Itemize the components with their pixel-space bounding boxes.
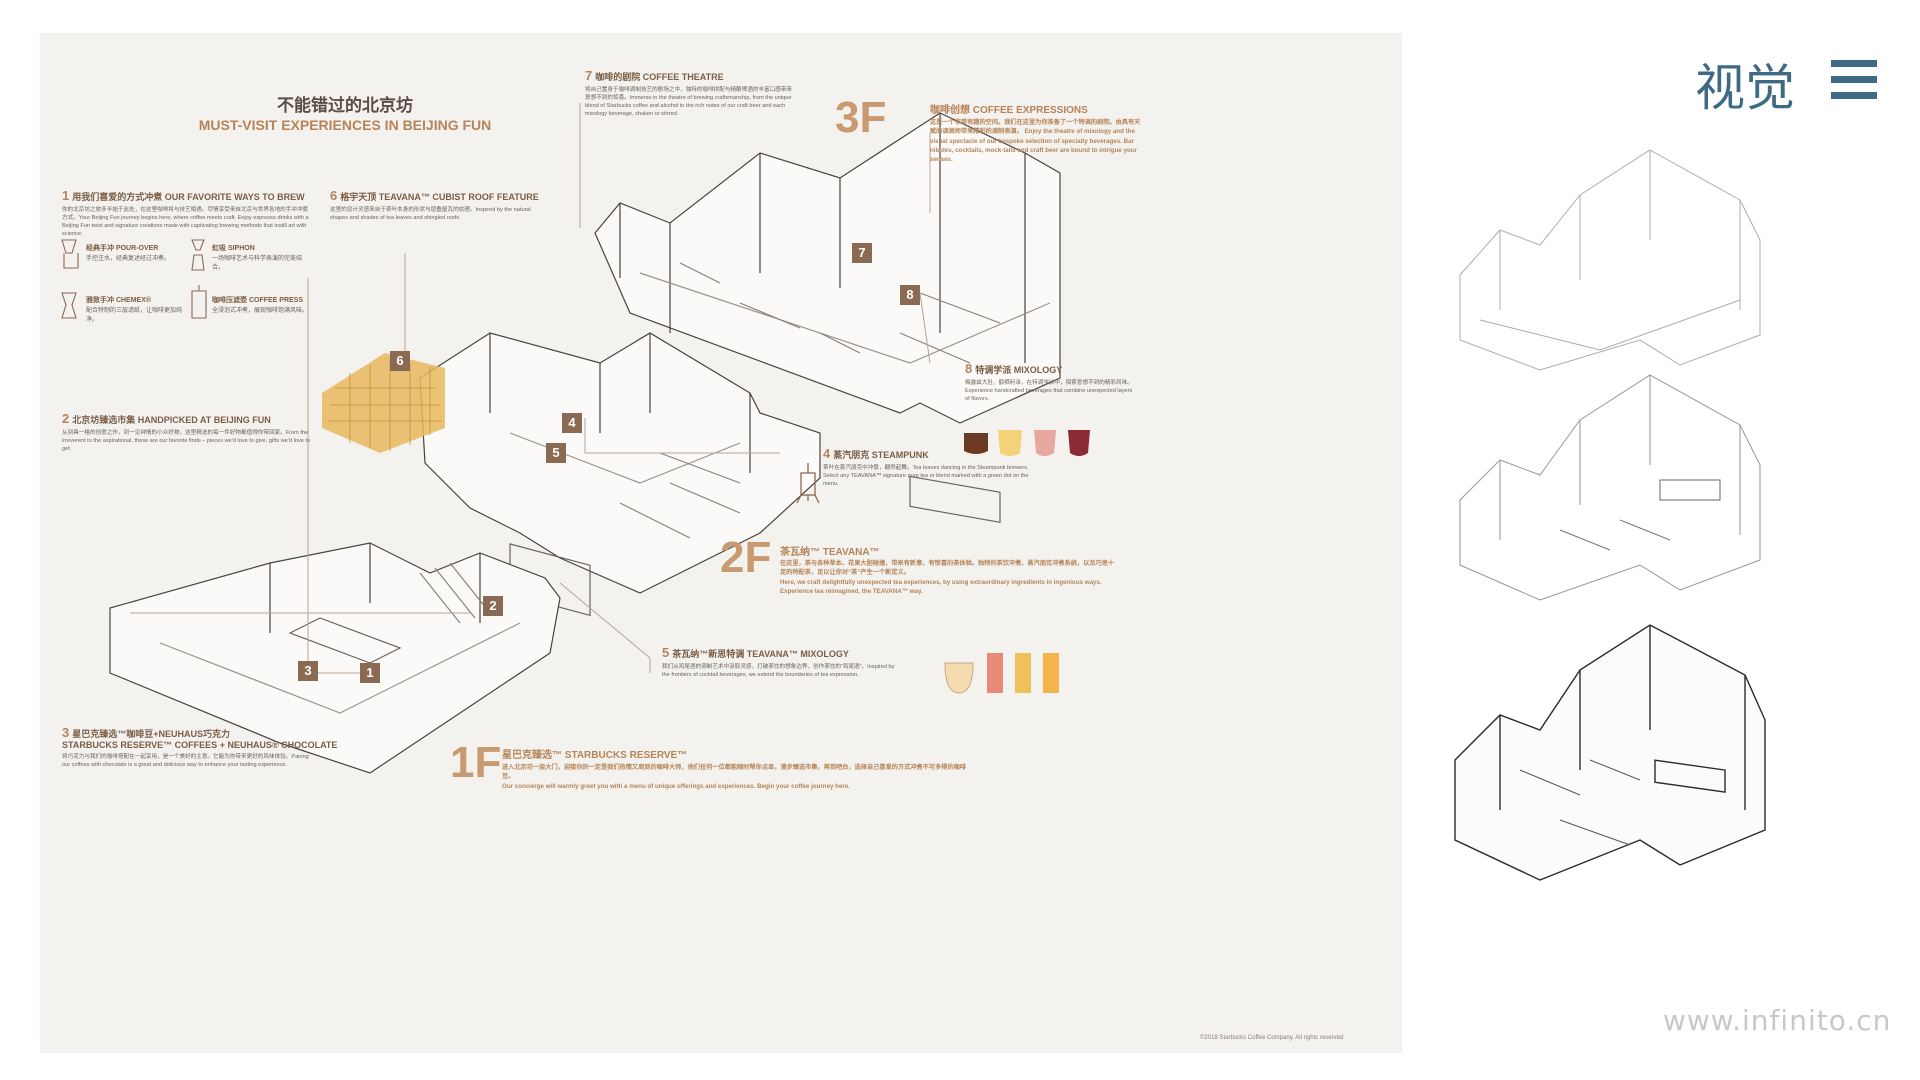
marker-7: 7 — [852, 243, 872, 263]
menu-icon[interactable] — [1831, 60, 1877, 100]
section-6-number: 6 — [330, 188, 338, 203]
floor-2f-title: 茶瓦纳™ TEAVANA™ — [780, 547, 880, 558]
sketch-2-wireframe — [1459, 374, 1761, 601]
brew-chemex: 雅致手冲 CHEMEX® 配合特制的三层滤纸，让咖啡更加纯净。 — [86, 295, 186, 323]
marker-8: 8 — [900, 285, 920, 305]
marker-4: 4 — [562, 413, 582, 433]
section-1-number: 1 — [62, 188, 70, 203]
marker-2: 2 — [483, 596, 503, 616]
floor-1f-label: 1F — [450, 738, 502, 787]
floor-1f-title: 星巴克臻选™ STARBUCKS RESERVE™ — [502, 750, 688, 761]
floor-3f-text: 这是一个非常有趣的空间。我们在这里为你准备了一个特调的剧院。由具有天赋的调酒师带… — [930, 118, 1145, 164]
section-7-title: 咖啡的剧院 COFFEE THEATRE — [595, 72, 724, 82]
brew-siphon: 虹吸 SIPHON 一场咖啡艺术与科学表演的完美结合。 — [212, 243, 312, 271]
brew-chemex-name: 雅致手冲 CHEMEX® — [86, 297, 152, 304]
process-sketches — [1454, 149, 1766, 881]
sketch-1-wireframe — [1459, 149, 1761, 371]
floor-3f-text-en: Enjoy the theatre of mixology and the vi… — [930, 128, 1137, 164]
section-4-title: 蒸汽朋克 STEAMPUNK — [833, 450, 929, 460]
brew-siphon-name: 虹吸 SIPHON — [212, 245, 255, 252]
floor-1f-text: 进入北京坊一层大门，迎接你的一定是我们热情又周到的咖啡大师，他们任何一位都能随时… — [502, 763, 972, 791]
section-7-text: 将自己置身于咖啡调制技艺的剧场之中，独特的咖啡拼配与精酿啤酒的丰富口感带来意想不… — [585, 87, 792, 118]
brew-pour-over: 经典手冲 POUR-OVER 手控注水，经典复述经过冲煮。 — [86, 243, 186, 262]
floor-1f-text-cn: 进入北京坊一层大门，迎接你的一定是我们热情又周到的咖啡大师，他们任何一位都能随时… — [502, 764, 967, 781]
section-8-title: 特调学派 MIXOLOGY — [975, 365, 1063, 375]
section-4-text: 茶叶在蒸汽朋克中冲煮，翩然起舞。Tea leaves dancing in th… — [823, 465, 1029, 488]
brew-pour-over-desc: 手控注水，经典复述经过冲煮。 — [86, 256, 171, 262]
section-2-number: 2 — [62, 411, 70, 426]
isometric-floor-illustration — [61, 103, 1090, 774]
sketch-3-detailed — [1454, 624, 1766, 881]
floor-3f-label: 3F — [835, 93, 887, 142]
side-title: 视觉 — [1695, 59, 1795, 117]
section-8-number: 8 — [965, 361, 973, 376]
section-3-text: 将巧克力与我们的咖啡搭配在一起享用，是一个美好的主意。它能为你带来更好的风味体验… — [62, 754, 309, 769]
brew-coffee-press-desc: 全浸泡式冲煮，展现咖啡饱满风味。 — [212, 308, 309, 314]
brew-siphon-desc: 一场咖啡艺术与科学表演的完美结合。 — [212, 256, 303, 271]
brew-pour-over-name: 经典手冲 POUR-OVER — [86, 245, 159, 252]
section-1-title: 用我们喜爱的方式冲煮 OUR FAVORITE WAYS TO BREW — [72, 192, 305, 202]
floor-2f-text-cn: 在这里，茶与各种草本、花果大胆碰撞，带来有新意、有惊喜的茶体验。独特的茶饮冲煮、… — [780, 560, 1115, 577]
info-poster: 不能错过的北京坊 MUST-VISIT EXPERIENCES IN BEIJI… — [40, 33, 1402, 1053]
section-2-title: 北京坊臻选市集 HANDPICKED AT BEIJING FUN — [72, 415, 271, 425]
brew-chemex-desc: 配合特制的三层滤纸，让咖啡更加纯净。 — [86, 308, 183, 323]
section-3-number: 3 — [62, 725, 70, 740]
section-5-number: 5 — [662, 645, 670, 660]
poster-title-cn: 不能错过的北京坊 — [277, 96, 413, 115]
section-8-text: 梅露兹大肚、鹤栖利泽，在特调学派中，探索意想不到的精彩风味。Experience… — [965, 380, 1133, 403]
section-1-text: 你的北京坊之旅多半始于此处，在这里咖啡将与技艺相遇。尽情享受来自北京与世界各地的… — [62, 207, 309, 238]
floor-2f-text-en: Here, we craft delightfully unexpected t… — [780, 578, 1102, 595]
marker-6: 6 — [390, 351, 410, 371]
watermark: www.infinito.cn — [1663, 1004, 1892, 1037]
poster-title-en: MUST-VISIT EXPERIENCES IN BEIJING FUN — [198, 117, 492, 133]
section-4-number: 4 — [823, 446, 831, 461]
floor-2f-text: 在这里，茶与各种草本、花果大胆碰撞，带来有新意、有惊喜的茶体验。独特的茶饮冲煮、… — [780, 559, 1120, 596]
section-7-number: 7 — [585, 68, 593, 83]
copyright: ©2018 Starbucks Coffee Company. All righ… — [1200, 1035, 1345, 1041]
section-3-title-en: STARBUCKS RESERVE™ COFFEES + NEUHAUS® CH… — [62, 740, 338, 750]
floor-3f-text-cn: 这是一个非常有趣的空间。我们在这里为你准备了一个特调的剧院。由具有天赋的调酒师带… — [930, 119, 1141, 136]
brew-coffee-press-name: 咖啡压滤壶 COFFEE PRESS — [212, 297, 304, 304]
floor-2f-label: 2F — [720, 533, 772, 582]
section-5-text: 我们从鸡尾酒的调制艺术中汲取灵感，打破茶饮的想象边界，创作茶饮的“鸡尾酒”。In… — [662, 664, 895, 679]
section-3-title: 星巴克臻选™咖啡豆+NEUHAUS巧克力 — [72, 729, 230, 739]
floor-3f-title: 咖啡创想 COFFEE EXPRESSIONS — [930, 105, 1088, 116]
section-6-text: 这里的设计灵感来自于茶叶本身的形状与层叠屋瓦的纹理。Inspired by th… — [330, 207, 531, 222]
marker-3: 3 — [298, 661, 318, 681]
section-5-title: 茶瓦纳™新思特调 TEAVANA™ MIXOLOGY — [672, 649, 849, 659]
brew-coffee-press: 咖啡压滤壶 COFFEE PRESS 全浸泡式冲煮，展现咖啡饱满风味。 — [212, 295, 312, 314]
marker-1: 1 — [360, 663, 380, 683]
section-6-title: 格宇天顶 TEAVANA™ CUBIST ROOF FEATURE — [340, 192, 539, 202]
floor-1f-text-en: Our concierge will warmly greet you with… — [502, 782, 850, 790]
marker-5: 5 — [546, 443, 566, 463]
section-2-text: 从别具一格的创意之作，到一见钟情的小众好物，这里精选的每一件好物都值得你带回家。… — [62, 430, 311, 453]
